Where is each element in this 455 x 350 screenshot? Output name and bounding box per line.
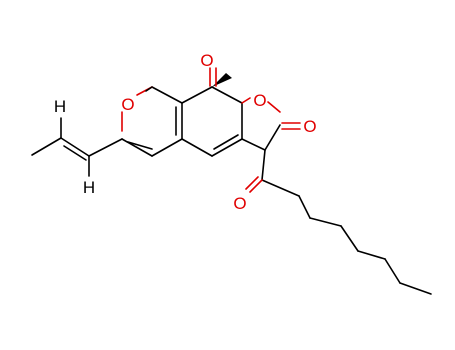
bond-c9a-o1 <box>241 97 251 104</box>
bond-vinyl-double-b <box>63 145 87 161</box>
bond-c4a-c4 <box>181 138 213 157</box>
bond-c8a-c1 <box>151 86 183 104</box>
wedge-bond-methyl <box>212 73 232 87</box>
bond-c9a-c9 <box>211 86 243 104</box>
bond-methyl-vinyl <box>31 137 62 156</box>
atom-o-pyran: O <box>121 95 134 114</box>
bond-chain-7 <box>399 282 432 295</box>
bond-chain-5 <box>357 250 386 260</box>
bond-cacyl-o-b <box>245 176 259 190</box>
bond-chain-4 <box>340 225 359 252</box>
bond-c3-c2 <box>264 124 281 151</box>
atom-h-vinyl-top: H <box>54 97 66 116</box>
bond-cacyl-o-a <box>249 179 263 193</box>
atom-labels: O O O O O H H <box>54 51 317 213</box>
oxygen-bonds <box>121 67 301 193</box>
bond-chain-6 <box>384 258 401 284</box>
atom-o-ketone-top: O <box>200 51 213 70</box>
bond-chain-2 <box>298 195 311 219</box>
atom-o-acyl-carbonyl: O <box>233 194 246 213</box>
bond-c5-c4a <box>151 138 183 157</box>
bond-vinyl-ring <box>88 138 123 157</box>
bond-chain-3 <box>309 217 342 227</box>
atom-o-furanone-ring: O <box>253 91 266 110</box>
atom-h-vinyl-bottom: H <box>83 178 95 197</box>
bond-c6-c5-inner <box>127 141 153 150</box>
bond-c6-c5 <box>121 138 153 157</box>
bond-c3-cacyl <box>261 149 266 181</box>
bond-c1-o2-black <box>145 86 153 92</box>
atom-o-lactone-carbonyl: O <box>303 117 316 136</box>
carbon-bonds <box>31 86 432 295</box>
bond-c9-c8a <box>181 86 213 104</box>
bond-cacyl-c1 <box>261 179 300 197</box>
bond-o1-c2 <box>267 101 281 113</box>
bond-vinyl-double-a <box>60 137 90 157</box>
bond-c4-c3a-inner <box>213 134 239 150</box>
bond-c3a-c3 <box>241 138 266 151</box>
bond-c4-c3a <box>211 138 243 157</box>
